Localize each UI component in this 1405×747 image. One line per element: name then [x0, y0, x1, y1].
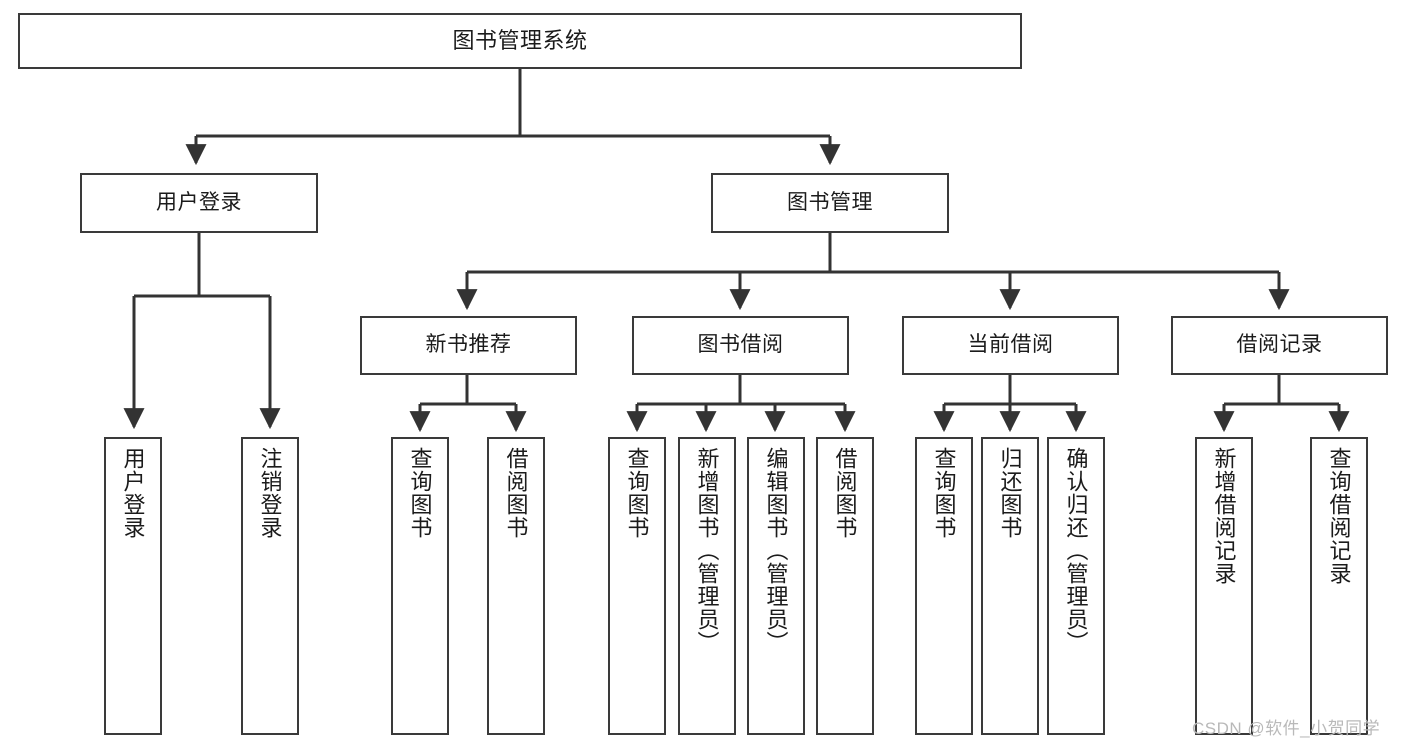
- node-root-library-system[interactable]: 图书管理系统: [18, 13, 1022, 69]
- node-label: 归还图书: [997, 447, 1023, 539]
- node-label: 借阅记录: [1236, 333, 1323, 357]
- leaf-borrow-borrow-book[interactable]: 借阅图书: [816, 437, 874, 735]
- node-label: 查询图书: [931, 447, 957, 539]
- node-label: 注销登录: [257, 447, 283, 539]
- node-book-borrowing[interactable]: 图书借阅: [632, 316, 849, 375]
- node-current-borrowing[interactable]: 当前借阅: [902, 316, 1119, 375]
- node-user-login[interactable]: 用户登录: [80, 173, 318, 233]
- node-label: 确认归还（管理员）: [1063, 447, 1089, 654]
- leaf-user-login[interactable]: 用户登录: [104, 437, 162, 735]
- node-label: 用户登录: [120, 447, 146, 539]
- leaf-borrow-query-book[interactable]: 查询图书: [608, 437, 666, 735]
- node-new-book-recommendation[interactable]: 新书推荐: [360, 316, 577, 375]
- node-label: 查询图书: [407, 447, 433, 539]
- node-label: 借阅图书: [503, 447, 529, 539]
- node-label: 新书推荐: [425, 333, 512, 357]
- leaf-borrow-edit-book-admin[interactable]: 编辑图书（管理员）: [747, 437, 805, 735]
- node-label: 图书管理系统: [452, 28, 588, 54]
- node-label: 查询借阅记录: [1326, 447, 1352, 585]
- node-borrow-records[interactable]: 借阅记录: [1171, 316, 1388, 375]
- node-label: 新增图书（管理员）: [694, 447, 720, 654]
- leaf-current-confirm-return-admin[interactable]: 确认归还（管理员）: [1047, 437, 1105, 735]
- node-label: 当前借阅: [967, 333, 1054, 357]
- leaf-newbook-query-book[interactable]: 查询图书: [391, 437, 449, 735]
- leaf-borrow-add-book-admin[interactable]: 新增图书（管理员）: [678, 437, 736, 735]
- node-label: 图书借阅: [697, 333, 784, 357]
- node-label: 编辑图书（管理员）: [763, 447, 789, 654]
- leaf-user-logout[interactable]: 注销登录: [241, 437, 299, 735]
- node-label: 新增借阅记录: [1211, 447, 1237, 585]
- leaf-records-query-record[interactable]: 查询借阅记录: [1310, 437, 1368, 735]
- node-label: 图书管理: [787, 190, 873, 214]
- node-label: 借阅图书: [832, 447, 858, 539]
- leaf-newbook-borrow-book[interactable]: 借阅图书: [487, 437, 545, 735]
- leaf-records-add-record[interactable]: 新增借阅记录: [1195, 437, 1253, 735]
- node-label: 用户登录: [156, 190, 242, 214]
- node-book-management[interactable]: 图书管理: [711, 173, 949, 233]
- leaf-current-query-book[interactable]: 查询图书: [915, 437, 973, 735]
- leaf-current-return-book[interactable]: 归还图书: [981, 437, 1039, 735]
- node-label: 查询图书: [624, 447, 650, 539]
